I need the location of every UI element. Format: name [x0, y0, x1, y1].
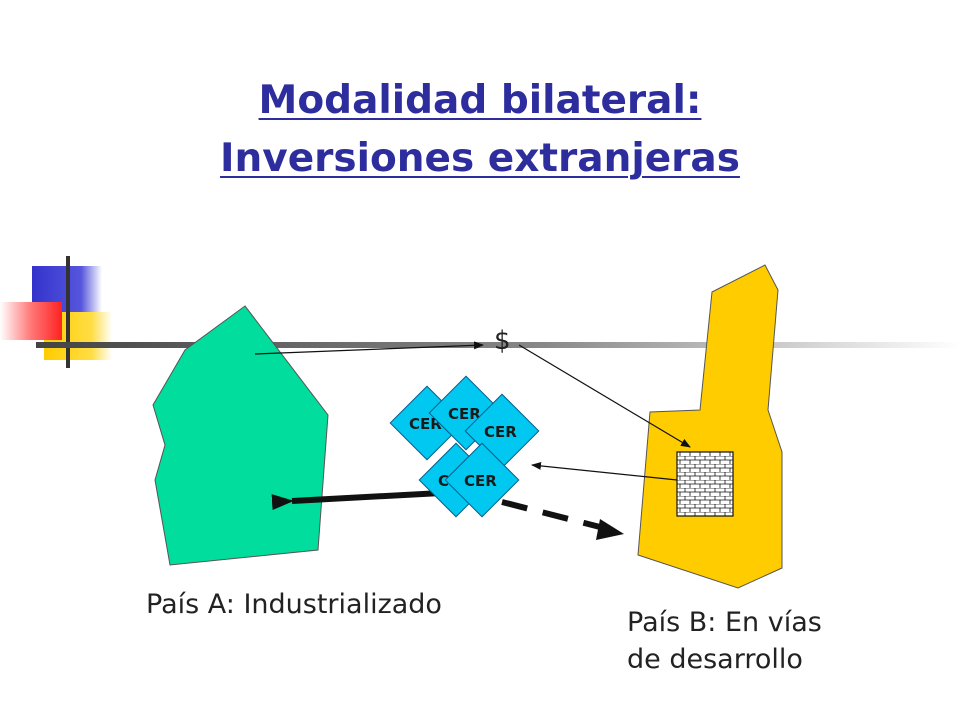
- slide-title-line1: Modalidad bilateral:: [258, 78, 702, 123]
- certificate-label: CER: [464, 472, 497, 490]
- certificate-label: CER: [409, 415, 442, 433]
- certificate-arrow-from-project: [531, 461, 678, 481]
- country-b-caption-line2: de desarrollo: [627, 644, 803, 675]
- money-symbol: $: [494, 326, 511, 356]
- country-b-caption-line1: País B: En vías: [627, 607, 822, 638]
- project-brick-wall: [676, 451, 734, 517]
- slide-title: Modalidad bilateral: Inversiones extranj…: [0, 72, 960, 188]
- dashed-arrow-head: [596, 519, 624, 540]
- money-arrow-from-a: [254, 341, 484, 355]
- certificate-label: CER: [484, 423, 517, 441]
- dashed-arrow-to-b: [501, 499, 601, 530]
- deco-red-block: [0, 302, 62, 340]
- deco-vertical-line: [66, 256, 70, 368]
- certificate-label: CER: [448, 405, 481, 423]
- slide-title-line2: Inversiones extranjeras: [220, 136, 740, 181]
- transfer-arrow-to-a: [271, 489, 461, 511]
- money-arrow-to-b: [518, 344, 691, 448]
- deco-horizontal-line: [36, 342, 960, 348]
- country-b-shape: [637, 264, 783, 589]
- country-a-caption: País A: Industrializado: [146, 589, 442, 620]
- corner-decoration: [0, 256, 960, 368]
- certificates-group: CER CER CER CER CER: [389, 375, 540, 518]
- certificate-diamond: CER: [444, 442, 520, 518]
- country-b-caption: País B: En vías de desarrollo: [627, 604, 927, 678]
